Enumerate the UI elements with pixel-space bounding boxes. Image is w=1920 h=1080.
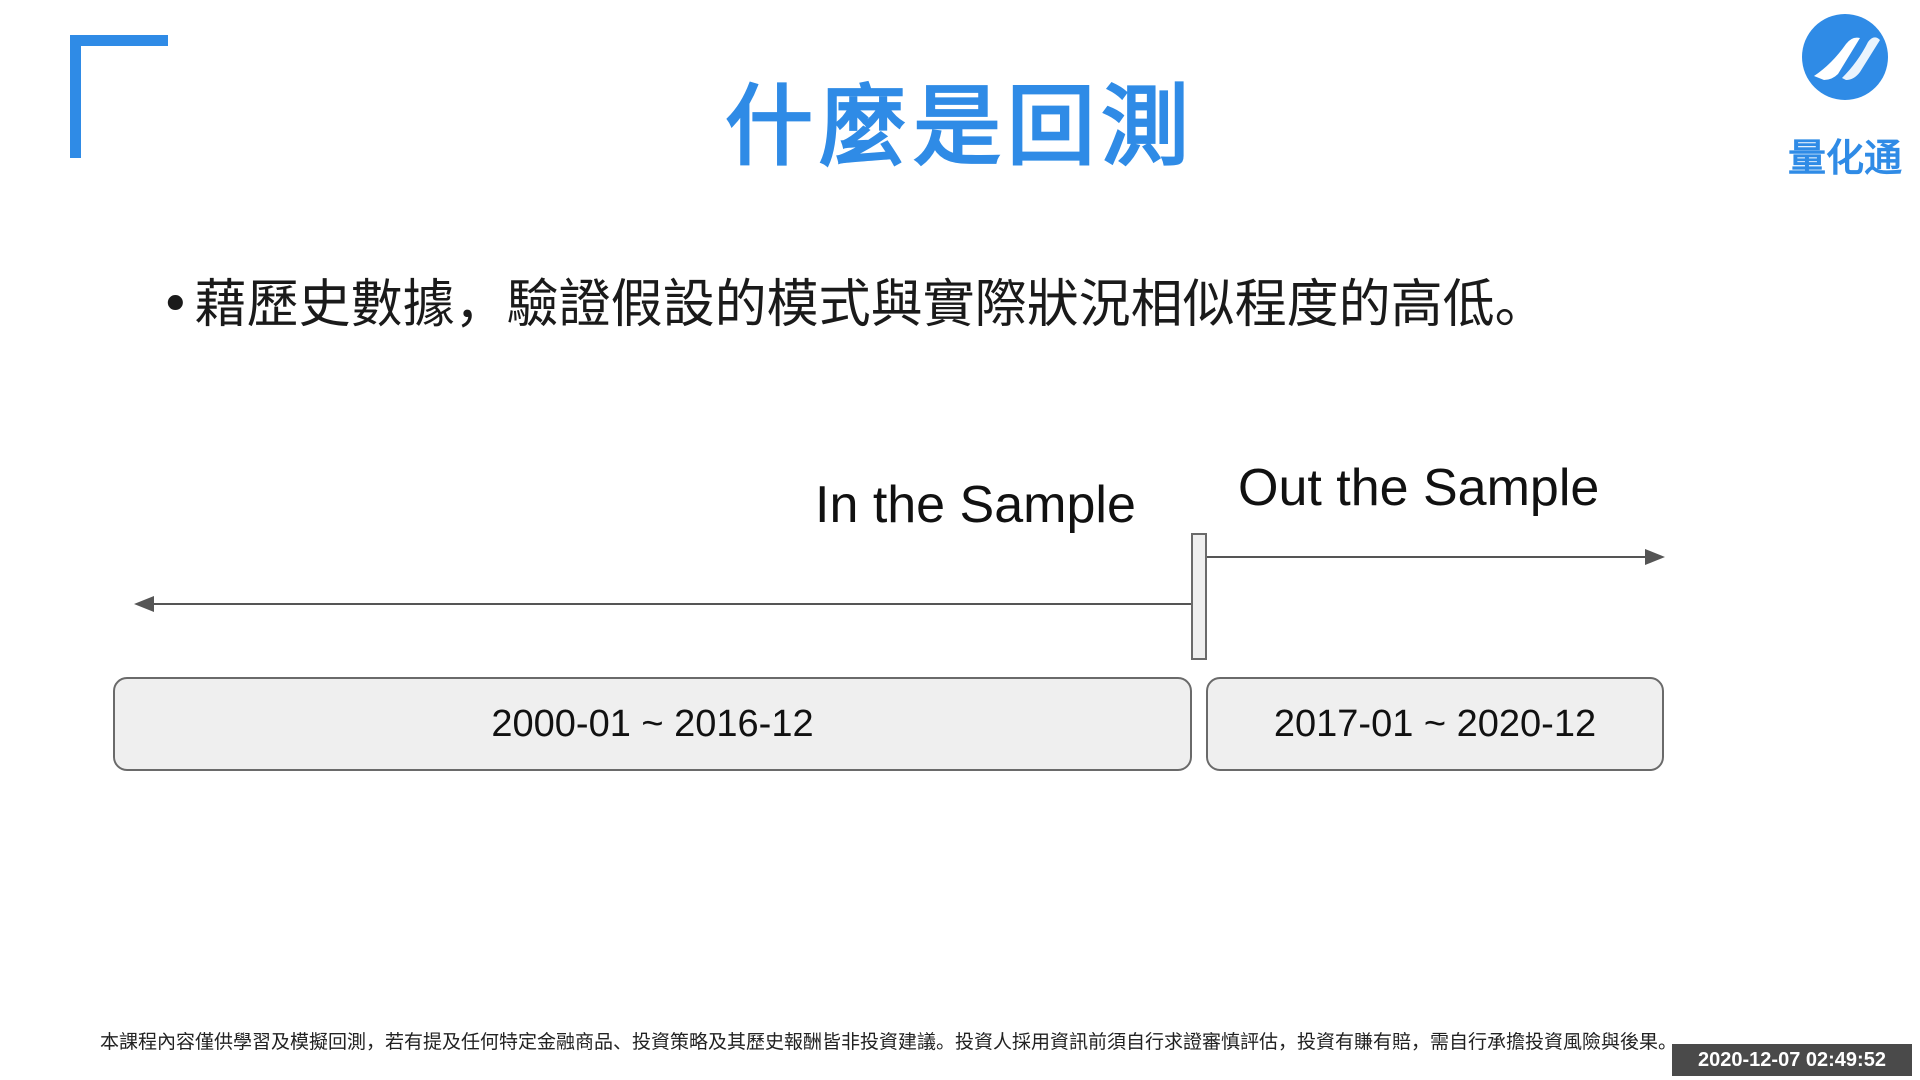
in-sample-range-text: 2000-01 ~ 2016-12: [491, 702, 814, 745]
disclaimer-text: 本課程內容僅供學習及模擬回測，若有提及任何特定金融商品、投資策略及其歷史報酬皆非…: [100, 1031, 1678, 1053]
bullet-text: 藉歷史數據，驗證假設的模式與實際狀況相似程度的高低。: [194, 275, 1547, 335]
out-sample-arrow-right: [1206, 549, 1665, 565]
bullet-point: •藉歷史數據，驗證假設的模式與實際狀況相似程度的高低。: [160, 270, 1547, 340]
logo-mark-icon: [1802, 14, 1888, 100]
bullet-dot: •: [160, 275, 191, 335]
brand-logo: 量化通: [1782, 14, 1908, 180]
corner-bracket-decoration: [70, 35, 168, 158]
in-sample-range-box: 2000-01 ~ 2016-12: [113, 677, 1192, 771]
split-marker: [1191, 533, 1207, 660]
out-sample-range-box: 2017-01 ~ 2020-12: [1206, 677, 1664, 771]
out-sample-label: Out the Sample: [1238, 459, 1600, 517]
logo-text: 量化通: [1787, 136, 1902, 180]
in-sample-label: In the Sample: [815, 476, 1136, 534]
slide-title: 什麼是回測: [724, 75, 1195, 178]
in-sample-arrow-left: [134, 596, 1192, 612]
out-sample-range-text: 2017-01 ~ 2020-12: [1273, 702, 1597, 745]
timestamp-overlay: 2020-12-07 02:49:52: [1672, 1044, 1912, 1076]
